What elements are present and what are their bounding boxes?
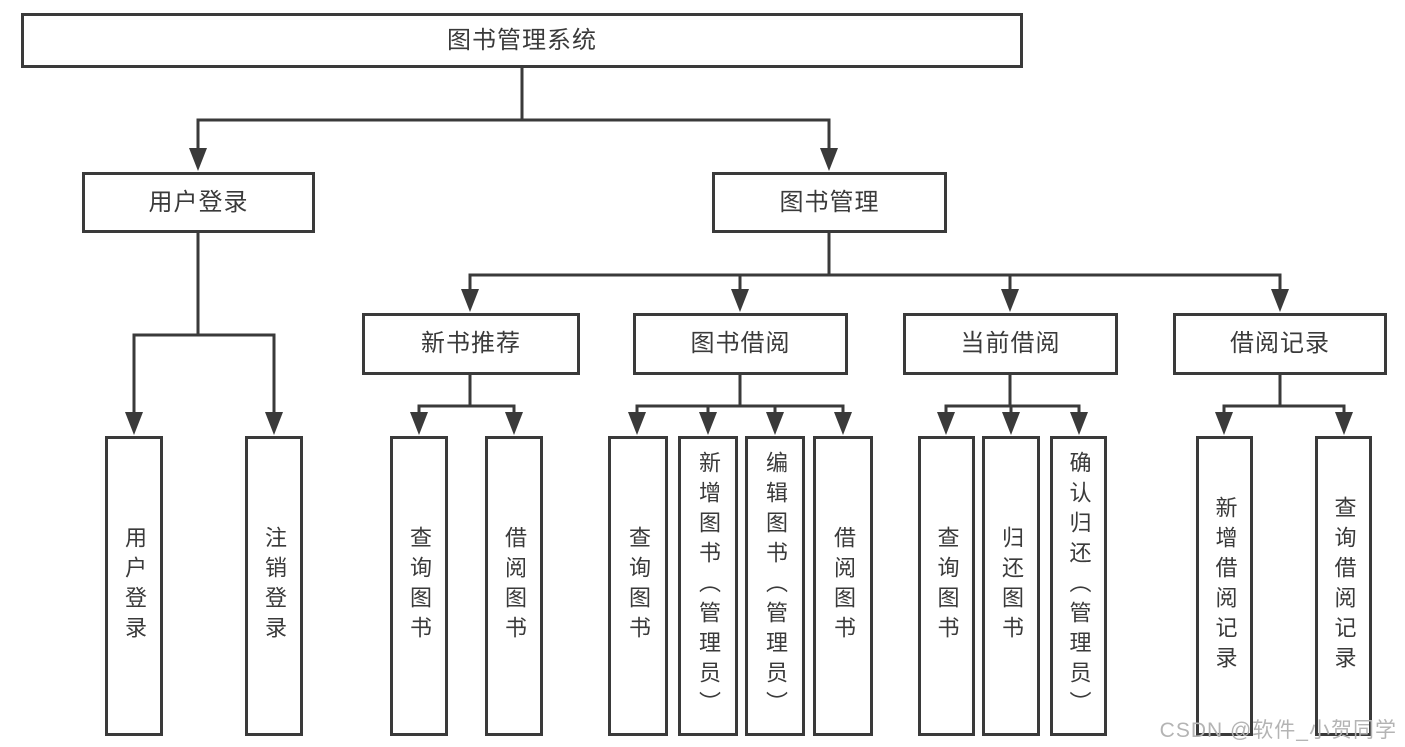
csdn-watermark: CSDN @软件_小贺同学 bbox=[1159, 719, 1397, 742]
arrow-down-icon bbox=[699, 412, 717, 435]
arrow-down-icon bbox=[265, 412, 283, 435]
arrow-down-icon bbox=[731, 289, 749, 312]
arrow-down-icon bbox=[1001, 289, 1019, 312]
leaf-user-login: 用户登录 bbox=[105, 436, 163, 736]
leaf-query-borrow-record: 查询借阅记录 bbox=[1315, 436, 1372, 736]
arrow-down-icon bbox=[410, 412, 428, 435]
node-user-login: 用户登录 bbox=[82, 172, 315, 233]
leaf-logout: 注销登录 bbox=[245, 436, 303, 736]
leaf-query-books-current: 查询图书 bbox=[918, 436, 975, 736]
arrow-down-icon bbox=[1070, 412, 1088, 435]
leaf-add-books-admin: 新增图书（管理员） bbox=[678, 436, 738, 736]
leaf-borrow-books: 借阅图书 bbox=[813, 436, 873, 736]
arrow-down-icon bbox=[461, 289, 479, 312]
arrow-down-icon bbox=[1335, 412, 1353, 435]
node-book-management: 图书管理 bbox=[712, 172, 947, 233]
node-book-borrowing: 图书借阅 bbox=[633, 313, 848, 375]
leaf-borrow-books-recommend: 借阅图书 bbox=[485, 436, 543, 736]
arrow-down-icon bbox=[820, 148, 838, 171]
arrow-down-icon bbox=[1215, 412, 1233, 435]
arrow-down-icon bbox=[628, 412, 646, 435]
leaf-query-books-recommend: 查询图书 bbox=[390, 436, 448, 736]
node-current-borrowing: 当前借阅 bbox=[903, 313, 1118, 375]
arrow-down-icon bbox=[766, 412, 784, 435]
arrow-down-icon bbox=[834, 412, 852, 435]
arrow-down-icon bbox=[1002, 412, 1020, 435]
node-new-book-recommendation: 新书推荐 bbox=[362, 313, 580, 375]
arrow-down-icon bbox=[189, 148, 207, 171]
leaf-edit-books-admin: 编辑图书（管理员） bbox=[745, 436, 805, 736]
leaf-confirm-return-admin: 确认归还（管理员） bbox=[1050, 436, 1107, 736]
arrow-down-icon bbox=[125, 412, 143, 435]
leaf-add-borrow-record: 新增借阅记录 bbox=[1196, 436, 1253, 736]
arrow-down-icon bbox=[505, 412, 523, 435]
node-library-management-system: 图书管理系统 bbox=[21, 13, 1023, 68]
arrow-down-icon bbox=[937, 412, 955, 435]
node-borrowing-records: 借阅记录 bbox=[1173, 313, 1387, 375]
leaf-return-books: 归还图书 bbox=[982, 436, 1040, 736]
leaf-query-books-borrow: 查询图书 bbox=[608, 436, 668, 736]
arrow-down-icon bbox=[1271, 289, 1289, 312]
